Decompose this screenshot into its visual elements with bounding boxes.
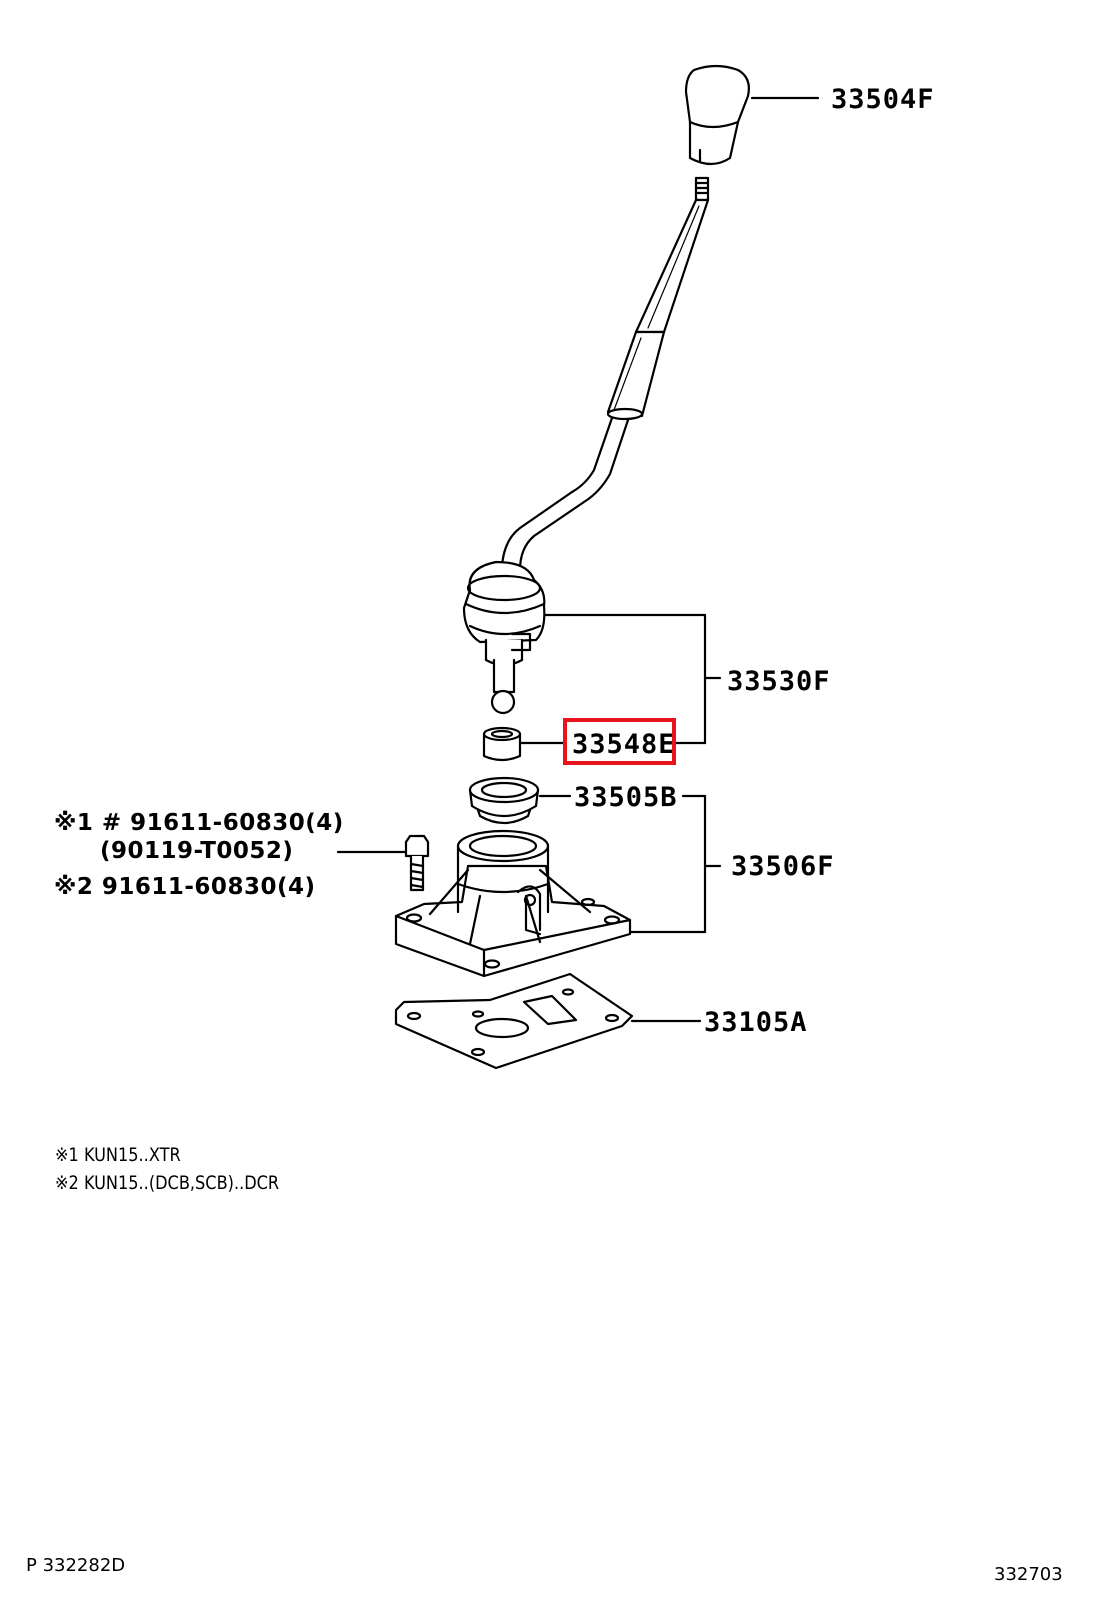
gasket-drawing — [394, 972, 702, 1070]
part-label-boot[interactable]: 33505B — [574, 782, 678, 813]
highlight-box — [563, 718, 676, 765]
shift-lever-rod-drawing — [500, 176, 710, 572]
shift-knob-drawing — [684, 64, 820, 166]
retainer-housing-drawing — [394, 794, 722, 978]
page-code-left: P 332282D — [26, 1555, 126, 1576]
lever-assembly-drawing — [462, 560, 722, 745]
part-label-gasket[interactable]: 33105A — [704, 1007, 808, 1038]
bolt-note-2[interactable]: (90119-T0052) — [100, 838, 294, 864]
part-label-retainer[interactable]: 33506F — [731, 851, 835, 882]
boot-drawing — [468, 776, 572, 825]
page-code-right: 332703 — [994, 1564, 1063, 1585]
bolt-note-3[interactable]: ※2 91611-60830(4) — [54, 874, 316, 900]
part-label-bushing[interactable]: 33548E — [572, 729, 676, 760]
footnote-1: ※1 KUN15..XTR — [55, 1144, 181, 1166]
bolt-note-1[interactable]: ※1 # 91611-60830(4) — [54, 810, 344, 836]
part-label-lever-assy[interactable]: 33530F — [727, 666, 831, 697]
footnote-2: ※2 KUN15..(DCB,SCB)..DCR — [55, 1172, 280, 1194]
bolt-drawing — [336, 834, 430, 892]
bushing-drawing — [482, 726, 707, 762]
part-label-knob[interactable]: 33504F — [831, 84, 935, 115]
